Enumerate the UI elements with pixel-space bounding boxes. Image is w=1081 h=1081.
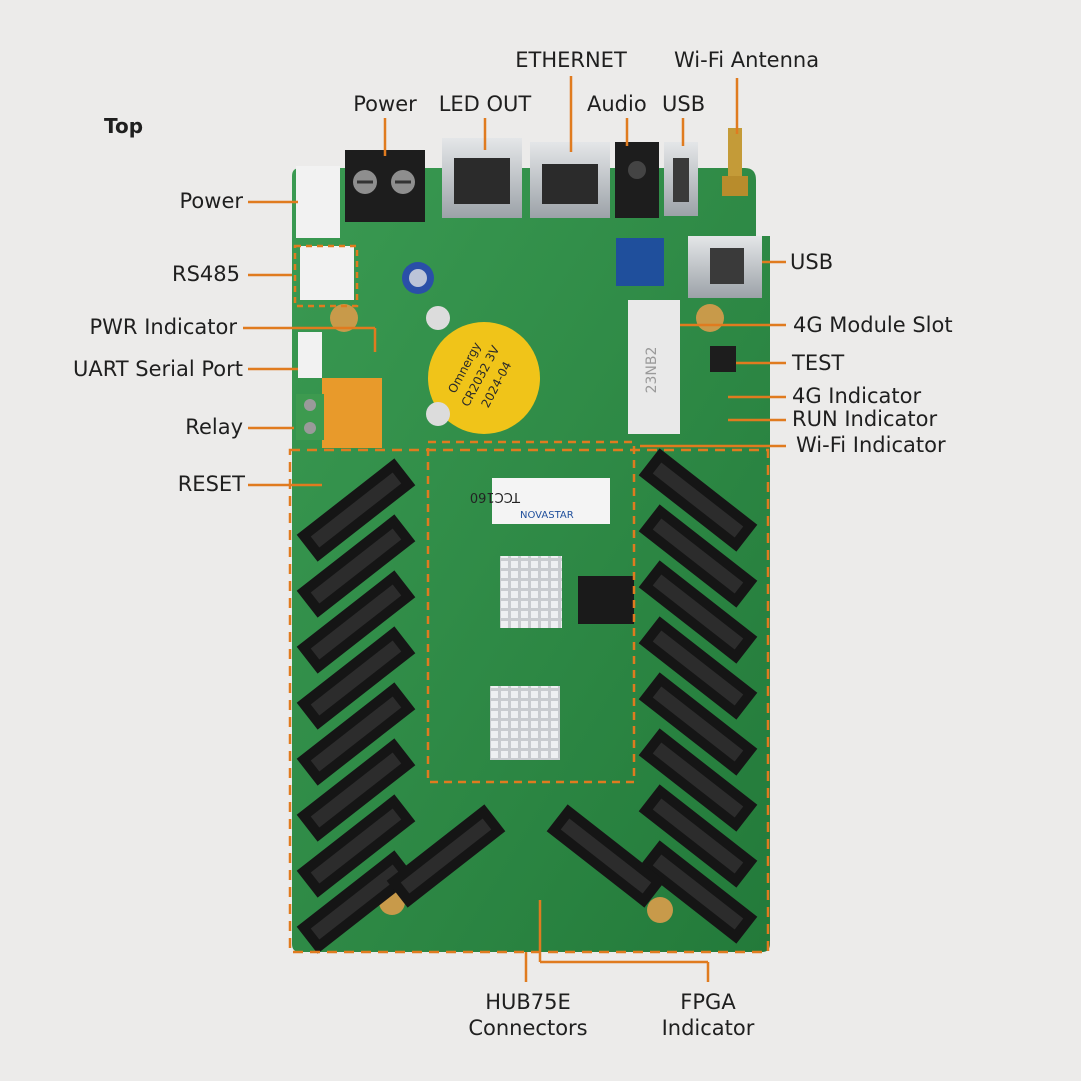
label-rs485: RS485: [171, 262, 240, 286]
hub75e-connector: [638, 560, 758, 664]
label-power-top: Power: [353, 92, 417, 116]
hub75e-connector: [296, 514, 416, 618]
hub75e-bottom: [386, 804, 666, 908]
label-relay: Relay: [185, 415, 243, 439]
label-reset: RESET: [177, 472, 245, 496]
label-led-out: LED OUT: [438, 92, 532, 116]
usb-a-port: [664, 142, 698, 216]
label-hub75e-connectors: HUB75E Connectors: [468, 990, 588, 1040]
label-wifi-indicator: Wi-Fi Indicator: [796, 433, 946, 457]
battery: [428, 322, 540, 434]
hub75e-connector: [296, 850, 416, 954]
main-chip: [492, 478, 610, 524]
label-ethernet: ETHERNET: [515, 48, 627, 72]
power-terminal: [345, 150, 425, 222]
relay: [322, 378, 382, 448]
hub75e-connector: [638, 448, 758, 552]
rs485-header: [300, 246, 354, 300]
heatsink-top: [500, 556, 562, 628]
hub75e-connector: [296, 682, 416, 786]
chip-model: TCC160: [470, 489, 521, 504]
label-power-left: Power: [179, 189, 244, 213]
usb-b-port: [688, 236, 762, 298]
hub75e-right-column: [638, 448, 758, 944]
hub75e-connector: [296, 794, 416, 898]
hub75e-connector: [638, 728, 758, 832]
label-uart-serial-port: UART Serial Port: [72, 357, 243, 381]
hub75e-connector: [296, 570, 416, 674]
audio-jack: [615, 142, 659, 218]
hub75e-connector: [638, 840, 758, 944]
hub75e-connector: [638, 616, 758, 720]
hub75e-left-column: [296, 458, 416, 954]
label-wifi-antenna: Wi-Fi Antenna: [674, 48, 820, 72]
heatsink-bottom: [490, 686, 560, 760]
hub75e-connector: [386, 804, 506, 908]
label-test: TEST: [792, 351, 845, 375]
label-pwr-indicator: PWR Indicator: [89, 315, 238, 339]
antenna-connector: [722, 128, 748, 196]
uart-header: [298, 332, 322, 378]
label-usb-top: USB: [662, 92, 706, 116]
led-out-port: [442, 138, 522, 218]
hub75e-connector: [638, 672, 758, 776]
hub75e-connector: [546, 804, 666, 908]
brand-marking: NOVASTAR: [520, 510, 574, 521]
hub75e-connector: [296, 458, 416, 562]
label-run-indicator: RUN Indicator: [792, 407, 938, 431]
wifi-module: [616, 238, 664, 286]
module-slot-marking: 23NB2: [644, 347, 660, 394]
test-button: [710, 346, 736, 372]
callout-lines: [243, 76, 786, 982]
hub75e-connector: [638, 504, 758, 608]
hub75e-connector: [638, 784, 758, 888]
hub75e-connector: [296, 626, 416, 730]
power-header: [296, 166, 340, 238]
label-fpga-indicator: FPGA Indicator: [661, 990, 755, 1040]
label-4g-indicator: 4G Indicator: [792, 384, 922, 408]
ethernet-port: [530, 142, 610, 218]
label-audio: Audio: [587, 92, 647, 116]
label-4g-module-slot: 4G Module Slot: [793, 313, 953, 337]
hub75e-connector: [296, 738, 416, 842]
section-title: Top: [104, 114, 144, 138]
label-usb-right: USB: [790, 250, 834, 274]
module-slot-4g: [628, 300, 680, 434]
flash-chip: [578, 576, 634, 624]
